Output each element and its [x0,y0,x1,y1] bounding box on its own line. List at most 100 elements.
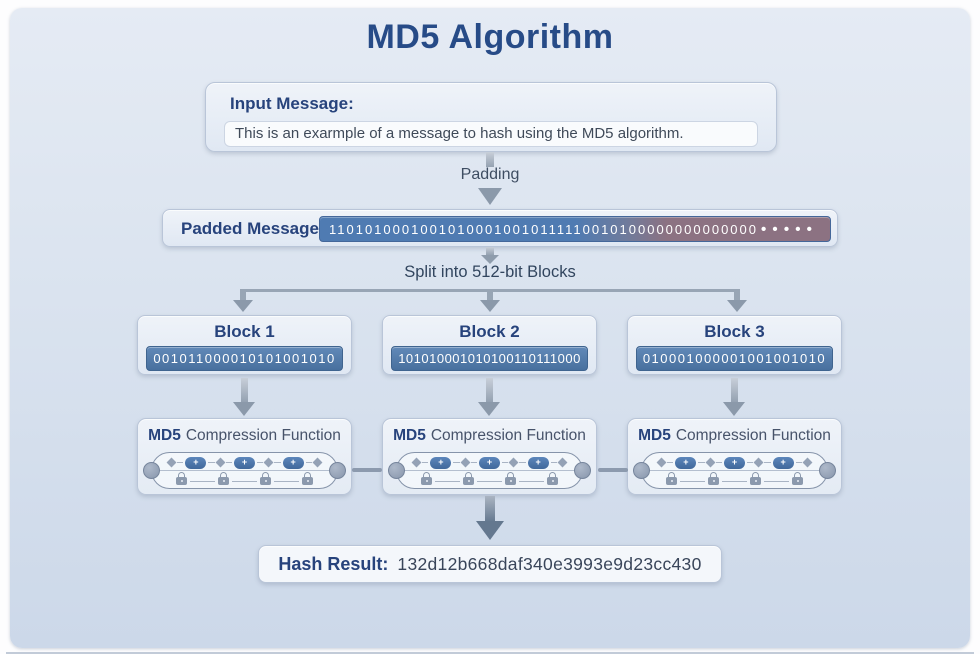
down-arrow-icon [476,521,504,540]
add-operation-icon: + [723,456,745,469]
compression-title-label: Compression Function [185,427,341,444]
hash-result-label: Hash Result: [278,553,389,574]
down-arrow-icon [480,300,500,312]
lock-icon [218,472,229,485]
xor-operation-icon [753,457,764,468]
block-3-card: Block 3 010001000001001001010 [627,315,842,375]
xor-operation-icon [166,457,177,468]
xor-operation-icon [656,457,667,468]
split-label: Split into 512-bit Blocks [404,263,576,281]
lock-row [666,470,803,485]
block-3-bits: 010001000001001001010 [636,346,833,371]
add-operation-icon: + [772,456,794,469]
operation-row: + + + [656,456,813,469]
hash-result-card: Hash Result: 132d12b668daf340e3993e9d23c… [258,545,722,583]
input-message-label: Input Message: [230,94,354,113]
block-1-arrow-shaft [241,378,248,402]
branch-stub-center [487,289,493,300]
lock-icon [176,472,187,485]
lock-row [421,470,558,485]
padding-arrow-label: Padding [460,166,520,183]
block-1-bits: 001011000010101001010 [146,346,343,371]
padding-arrow-shaft [486,152,494,167]
xor-operation-icon [411,457,422,468]
xor-operation-icon [312,457,323,468]
xor-operation-icon [263,457,274,468]
down-arrow-icon [233,402,255,416]
operation-row: + + + [166,456,323,469]
block-3-label: Block 3 [704,322,765,341]
input-message-card: Input Message: This is an exarmple of a … [205,82,777,152]
result-arrow-shaft [485,496,495,522]
down-arrow-icon [478,402,500,416]
state-node-icon [819,462,836,479]
lock-icon [302,472,313,485]
block-2-label: Block 2 [459,322,520,341]
padded-message-bits: 1101010001001010001001011111001010000000… [329,221,758,237]
state-node-icon [388,462,405,479]
down-arrow-icon [727,300,747,312]
compression-pipeline: + + + [388,452,591,489]
add-operation-icon: + [282,456,304,469]
input-message-field: This is an exarmple of a message to hash… [224,121,758,147]
lock-icon [750,472,761,485]
operation-row: + + + [411,456,568,469]
xor-operation-icon [460,457,471,468]
add-operation-icon: + [675,456,697,469]
down-arrow-icon [481,255,499,264]
padded-message-card: Padded Message 1101010001001010001001011… [162,209,838,247]
hash-result-value: 132d12b668daf340e3993e9d23cc430 [397,553,702,574]
split-arrow-shaft [486,247,494,255]
lock-icon [421,472,432,485]
add-operation-icon: + [478,456,500,469]
compression-pipeline: + + + [143,452,346,489]
padded-message-bits-bar: 1101010001001010001001011111001010000000… [319,216,831,242]
block-2-arrow-shaft [486,378,493,402]
add-operation-icon: + [430,456,452,469]
pipeline-line [403,470,576,471]
compression-title-prefix: MD5 [148,427,181,444]
xor-operation-icon [508,457,519,468]
add-operation-icon: + [185,456,207,469]
state-node-icon [633,462,650,479]
add-operation-icon: + [233,456,255,469]
block-2-bits: 101010001010100110111000 [391,346,588,371]
block-1-label: Block 1 [214,322,275,341]
down-arrow-icon [233,300,253,312]
compression-title-prefix: MD5 [638,427,671,444]
compression-title-label: Compression Function [430,427,586,444]
pipeline-line [158,470,331,471]
state-node-icon [574,462,591,479]
lock-icon [505,472,516,485]
lock-icon [792,472,803,485]
xor-operation-icon [557,457,568,468]
state-node-icon [329,462,346,479]
down-arrow-icon [723,402,745,416]
xor-operation-icon [215,457,226,468]
block-3-arrow-shaft [731,378,738,402]
xor-operation-icon [705,457,716,468]
branch-stub-left [240,289,246,300]
block-2-card: Block 2 101010001010100110111000 [382,315,597,375]
compression-pipeline: + + + [633,452,836,489]
lock-icon [666,472,677,485]
compression-title-label: Compression Function [675,427,831,444]
lock-icon [260,472,271,485]
down-arrow-icon [478,188,502,205]
bits-ellipsis: • • • • • [761,220,813,238]
compression-chain-link [352,468,382,472]
state-node-icon [143,462,160,479]
block-1-card: Block 1 001011000010101001010 [137,315,352,375]
branch-stub-right [734,289,740,300]
xor-operation-icon [802,457,813,468]
lock-icon [463,472,474,485]
page-title: MD5 Algorithm [366,18,614,56]
lock-icon [708,472,719,485]
